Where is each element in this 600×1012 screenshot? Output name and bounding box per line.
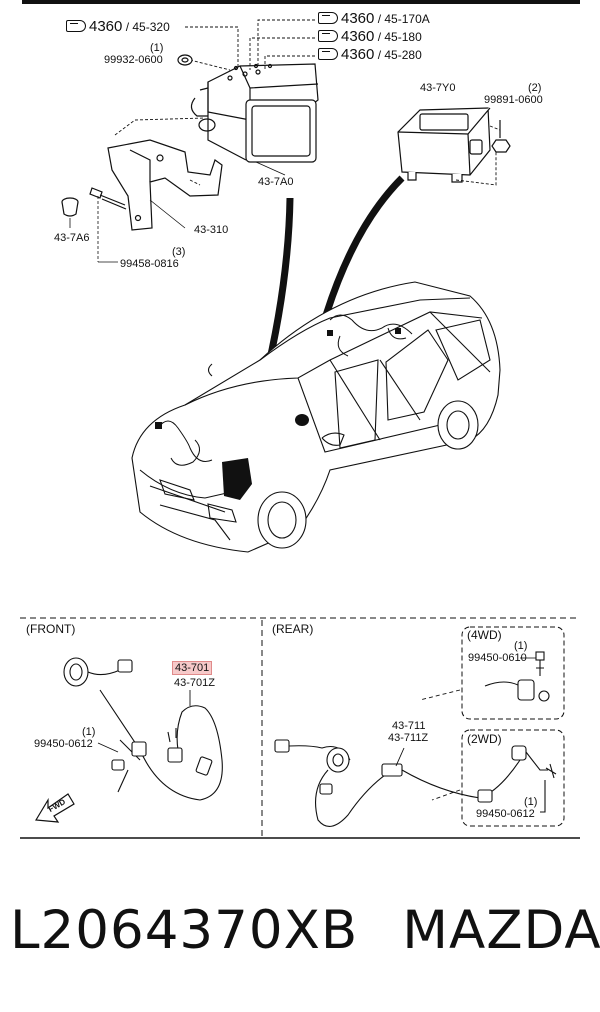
vehicle [131, 281, 501, 553]
ref-sub: / 45-180 [377, 30, 422, 44]
ref-4360-45-180[interactable]: 4360 / 45-180 [318, 28, 422, 45]
sensor-4wd [484, 651, 550, 702]
ref-4360-45-320[interactable]: 4360 / 45-320 [66, 18, 170, 35]
part-label-99450-0610[interactable]: 99450-0610 [468, 652, 527, 664]
sensor-box-links [419, 689, 461, 801]
vehicle-harness [157, 314, 413, 466]
section-title-2wd: (2WD) [467, 732, 502, 746]
box-4wd [461, 626, 565, 720]
ref-4360-45-280[interactable]: 4360 / 45-280 [318, 46, 422, 63]
control-module-43-7y0 [397, 107, 491, 183]
grommet-43-7a6 [61, 197, 79, 217]
footer-title: L2064370XB MAZDA [10, 898, 600, 964]
part-label-99458-0816[interactable]: 99458-0816 [120, 258, 179, 270]
part-label-99932-0600[interactable]: 99932-0600 [104, 54, 163, 66]
qty-label: (1) [524, 796, 538, 808]
box-2wd [461, 729, 565, 827]
part-label-43-701z[interactable]: 43-701Z [174, 677, 215, 689]
part-label-99891-0600[interactable]: 99891-0600 [484, 94, 543, 106]
pointing-hand-icon [66, 20, 86, 32]
ref-sub: / 45-170A [377, 12, 430, 26]
part-label-43-7a6[interactable]: 43-7A6 [54, 232, 90, 244]
front-wheel-sensor [63, 657, 223, 801]
pointing-hand-icon [318, 12, 338, 24]
brand-name: MAZDA [402, 900, 600, 961]
nut-99891 [491, 120, 511, 153]
ref-leaders [185, 19, 315, 71]
pointing-hand-icon [318, 48, 338, 60]
qty-label: (2) [528, 82, 542, 94]
part-label-43-310[interactable]: 43-310 [194, 224, 229, 236]
pointing-hand-icon [318, 30, 338, 42]
bracket-leaders [114, 117, 206, 186]
part-number: L2064370XB [10, 900, 359, 961]
ref-main: 4360 [341, 46, 375, 63]
section-frame [20, 617, 580, 839]
rear-wheel-sensor [274, 739, 521, 827]
qty-label: (1) [514, 640, 528, 652]
part-label-43-7a0[interactable]: 43-7A0 [258, 176, 294, 188]
part-label-99450-0612[interactable]: 99450-0612 [34, 738, 93, 750]
abs-modulator [190, 63, 319, 163]
qty-label: (1) [150, 42, 164, 54]
sensor-2wd [511, 745, 557, 813]
part-label-43-711[interactable]: 43-711 [392, 720, 426, 732]
ref-sub: / 45-320 [125, 20, 170, 34]
vehicle-components [155, 328, 401, 500]
ref-main: 4360 [341, 28, 375, 45]
ref-sub: / 45-280 [377, 48, 422, 62]
part-label-99450-0612-rear[interactable]: 99450-0612 [476, 808, 535, 820]
fwd-arrow-shape [34, 793, 75, 823]
part-label-43-7y0[interactable]: 43-7Y0 [420, 82, 456, 94]
part-label-43-711z[interactable]: 43-711Z [388, 732, 429, 744]
ref-main: 4360 [341, 10, 375, 27]
ref-4360-45-170a[interactable]: 4360 / 45-170A [318, 10, 430, 27]
rear-section-title: (REAR) [272, 622, 314, 636]
front-section-title: (FRONT) [26, 622, 76, 636]
top-border [22, 0, 580, 4]
ref-main: 4360 [89, 18, 123, 35]
qty-label: (3) [172, 246, 186, 258]
section-title-4wd: (4WD) [467, 628, 502, 642]
module-leaders [455, 125, 501, 186]
bracket-43-310 [107, 139, 223, 231]
part-label-43-701[interactable]: 43-701 [172, 661, 213, 675]
front-leaders [97, 690, 191, 753]
qty-label: (1) [82, 726, 96, 738]
bolt-99458 [89, 187, 127, 210]
nut-99932 [177, 54, 193, 66]
